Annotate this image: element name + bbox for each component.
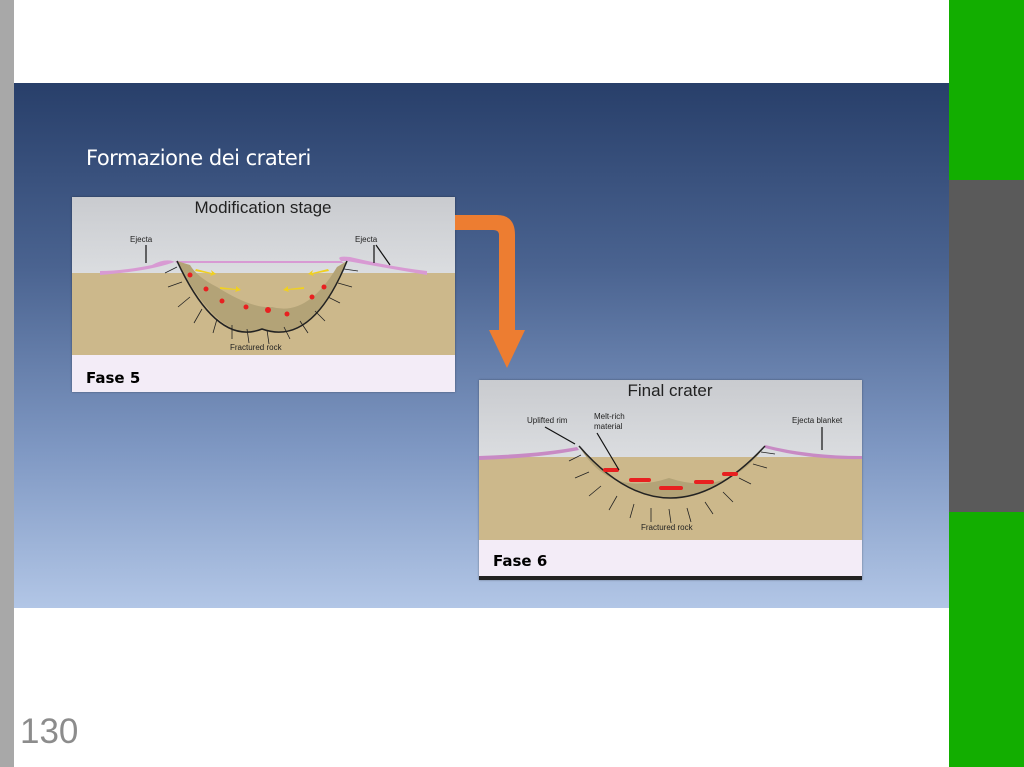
fracture-lines bbox=[568, 451, 776, 524]
pointer-arrows bbox=[544, 426, 823, 471]
side-bar-green-top bbox=[949, 0, 1024, 180]
flow-arrows bbox=[195, 269, 329, 292]
fracture-lines bbox=[164, 266, 359, 345]
crater-diagram-final: Final crater Uplifted rim Melt-rich mate… bbox=[479, 380, 862, 540]
pointer-arrows bbox=[145, 244, 391, 266]
label-ejecta-blanket: Ejecta blanket bbox=[792, 416, 843, 425]
figure-caption: Fase 5 bbox=[86, 369, 141, 387]
melt-fragments bbox=[187, 272, 327, 317]
page-number: 130 bbox=[20, 712, 79, 751]
melt-fragments bbox=[603, 468, 738, 490]
figure-heading: Modification stage bbox=[194, 198, 331, 217]
side-bar-gray bbox=[949, 180, 1024, 512]
label-melt-rich-2: material bbox=[594, 422, 623, 431]
figure-heading: Final crater bbox=[627, 381, 712, 400]
figure-caption: Fase 6 bbox=[493, 552, 548, 570]
side-bar-green-bottom bbox=[949, 512, 1024, 767]
crater-diagram-modification: Modification stage Ejecta Ejecta Fractur… bbox=[72, 197, 455, 355]
left-stripe bbox=[0, 0, 14, 767]
label-uplifted-rim: Uplifted rim bbox=[527, 416, 568, 425]
label-melt-rich-1: Melt-rich bbox=[594, 412, 625, 421]
label-fractured-rock: Fractured rock bbox=[641, 523, 694, 532]
slide-title: Formazione dei crateri bbox=[86, 146, 311, 170]
figure-modification-stage: Modification stage Ejecta Ejecta Fractur… bbox=[72, 197, 455, 392]
figure-final-crater: Final crater Uplifted rim Melt-rich mate… bbox=[479, 380, 862, 580]
label-fractured-rock: Fractured rock bbox=[230, 343, 283, 352]
process-arrow-icon bbox=[455, 215, 525, 368]
label-ejecta-right: Ejecta bbox=[355, 235, 378, 244]
label-ejecta-left: Ejecta bbox=[130, 235, 153, 244]
